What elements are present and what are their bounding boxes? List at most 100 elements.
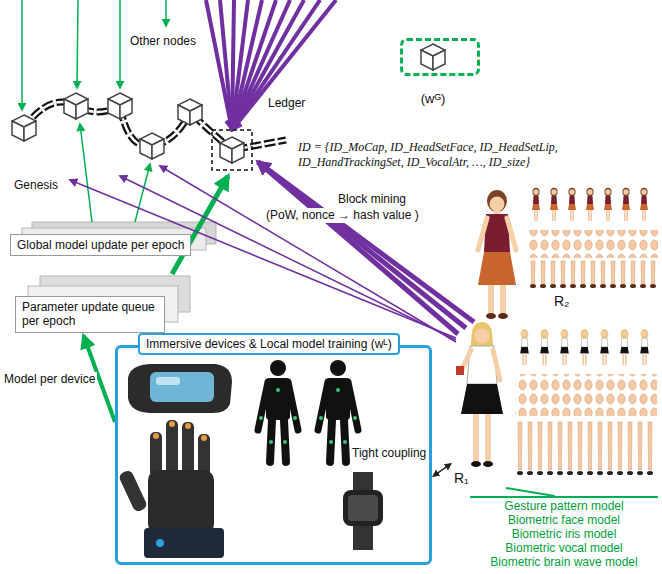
node-text: Biometric vocal model (470, 541, 658, 555)
mocap-suit (259, 388, 357, 444)
node-text: Immersive devices & Local model training… (138, 333, 400, 355)
avatar-r1 (471, 461, 481, 467)
mocap-suit (344, 420, 346, 462)
update-card: Global model update per epoch (10, 234, 191, 256)
block-chain (64, 93, 88, 119)
mining-arrows (258, 162, 474, 322)
mocap-suit (318, 382, 328, 430)
avatar-r1 (475, 329, 490, 344)
mining-arrows (120, 176, 456, 340)
mocap-suit (319, 416, 323, 420)
avatar-r1 (472, 322, 492, 344)
haptic-glove (153, 433, 159, 439)
avatar-r1 (485, 414, 491, 462)
avatar: R₂ (466, 183, 658, 313)
smart-watch (353, 472, 373, 492)
mocap-suit (284, 420, 286, 462)
annotation-label: Ledger (266, 96, 307, 111)
avatar-r2 (528, 230, 658, 258)
other-node-arrows (232, 0, 336, 130)
block-chain (220, 137, 244, 163)
node-text: Parameter update queue per epoch (22, 300, 158, 329)
avatar-r1 (493, 350, 500, 380)
annotation-label: ID = {ID_MoCap, ID_HeadSetFace, ID_HeadS… (296, 140, 660, 170)
block-chain (12, 93, 286, 170)
annotation-label: Genesis (12, 178, 60, 193)
mocap-suit (270, 360, 286, 376)
avatar-r1 (456, 322, 657, 478)
haptic-glove (118, 469, 148, 513)
avatar-r1 (515, 326, 657, 370)
other-node-arrows (220, 0, 232, 130)
haptic-glove (166, 420, 178, 477)
vr-headset (128, 364, 232, 413)
block-chain (12, 115, 36, 141)
avatar-r2 (498, 313, 508, 319)
smart-watch (343, 490, 383, 526)
mocap-suit (343, 440, 347, 444)
mocap-suit (353, 416, 357, 420)
mocap-suit (258, 360, 358, 462)
smart-watch (353, 524, 373, 550)
block-chain (178, 99, 202, 125)
model-list: Gesture pattern modelBiometric face mode… (470, 496, 658, 569)
node-text: Biometric iris model (470, 527, 658, 541)
node-text: Global model update per epoch (17, 238, 184, 252)
mocap-suit (258, 382, 268, 430)
avatar-r2 (478, 186, 658, 319)
avatar-r1 (461, 384, 503, 414)
edge-label: Model per device (2, 372, 97, 387)
avatar-r2 (528, 260, 658, 290)
other-node-arrows (206, 0, 232, 130)
haptic-glove (156, 539, 164, 547)
haptic-glove (169, 421, 175, 427)
annotation-label: Other nodes (128, 34, 198, 49)
node-text: Biometric brain wave model (470, 555, 658, 569)
avatar-r1 (456, 366, 464, 375)
avatar-r2 (528, 186, 658, 226)
mocap-suit (330, 420, 332, 462)
haptic-glove (118, 420, 224, 558)
avatar-r1 (515, 420, 657, 478)
annotation-label: (PoW, nonce → hash value ) (264, 208, 421, 223)
mocap-suit (330, 360, 346, 376)
node-text: Gesture pattern model (470, 499, 658, 513)
haptic-glove (185, 423, 191, 429)
edge-label: Tight coupling (350, 446, 428, 461)
incoming-green-arrows (77, 0, 78, 88)
mocap-suit (293, 416, 297, 420)
local-update-arrows (80, 124, 92, 222)
mocap-suit (276, 388, 280, 392)
haptic-glove (148, 470, 214, 534)
block-chain (212, 130, 252, 170)
avatar-r1 (483, 461, 493, 467)
avatar-r2 (478, 218, 487, 250)
mocap-suit (329, 440, 333, 444)
avatar-r2 (490, 197, 505, 212)
node-text: (wᴳ) (393, 91, 473, 107)
vr-headset (150, 372, 214, 402)
mocap-suit (336, 388, 340, 392)
haptic-glove (182, 422, 194, 477)
queue-card: Parameter update queue per epoch (15, 296, 165, 333)
avatar-r2 (486, 313, 496, 319)
haptic-glove (144, 528, 224, 558)
mocap-suit (269, 440, 273, 444)
incoming-green-arrows (119, 0, 121, 88)
avatar-r2 (478, 252, 516, 285)
mocap-suit (288, 382, 298, 430)
mocap-suit (348, 382, 358, 430)
avatar-r2 (487, 190, 507, 212)
global-model-cube (421, 44, 445, 70)
annotation-label: Block mining (336, 192, 408, 207)
global-model-cube (421, 44, 445, 70)
node-text: R₂ (554, 293, 570, 310)
mocap-suit (259, 416, 263, 420)
smart-watch (348, 495, 378, 521)
mocap-suit (270, 420, 272, 462)
